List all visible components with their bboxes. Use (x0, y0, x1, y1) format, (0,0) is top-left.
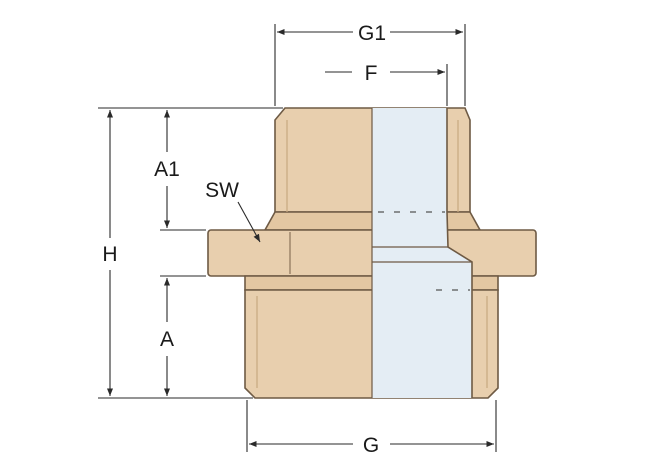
label-f: F (365, 62, 378, 85)
sw-leader (237, 201, 261, 243)
label-g: G (363, 434, 379, 457)
label-a1: A1 (154, 158, 180, 181)
label-h: H (102, 243, 117, 266)
label-a: A (160, 328, 174, 351)
bore-section (371, 108, 473, 398)
label-sw: SW (205, 179, 239, 202)
lower-bore (372, 262, 472, 398)
label-g1: G1 (358, 22, 386, 45)
dimension-lines (98, 24, 497, 452)
